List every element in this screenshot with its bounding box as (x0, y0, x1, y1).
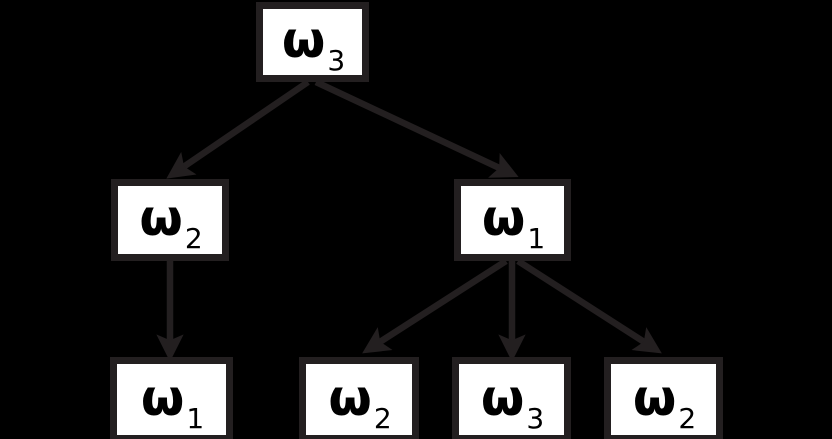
tree-node-leaf-1[interactable]: ω1 (110, 357, 233, 439)
tree-node-leaf-2[interactable]: ω2 (299, 357, 419, 439)
edge-root-to-omega1 (314, 79, 519, 178)
node-subscript: 2 (678, 401, 697, 435)
node-symbol: ω (139, 189, 183, 247)
node-label: ω2 (328, 373, 391, 433)
node-label: ω2 (139, 193, 202, 253)
node-subscript: 1 (186, 401, 205, 435)
node-subscript: 2 (184, 222, 203, 255)
node-label: ω2 (633, 373, 696, 433)
tree-node-root[interactable]: ω3 (256, 2, 369, 82)
tree-node-level2-right[interactable]: ω1 (454, 179, 571, 261)
node-symbol: ω (281, 11, 326, 69)
node-label: ω1 (482, 193, 545, 253)
node-symbol: ω (328, 368, 372, 427)
edge-root-to-omega2 (166, 79, 310, 179)
tree-node-leaf-4[interactable]: ω2 (604, 357, 723, 439)
tree-node-level2-left[interactable]: ω2 (111, 179, 229, 261)
tree-node-leaf-3[interactable]: ω3 (452, 357, 571, 439)
node-label: ω1 (141, 373, 204, 433)
node-subscript: 1 (527, 222, 546, 255)
node-subscript: 3 (526, 401, 545, 435)
edge-omega1-to-omega2-right (516, 258, 662, 354)
node-label: ω3 (481, 373, 544, 433)
node-label: ω3 (282, 15, 345, 75)
edge-omega1-to-omega2-left (362, 258, 508, 354)
node-symbol: ω (140, 368, 185, 427)
node-symbol: ω (481, 189, 526, 247)
node-subscript: 2 (373, 401, 392, 435)
node-symbol: ω (632, 368, 677, 427)
node-subscript: 3 (327, 44, 346, 77)
node-symbol: ω (480, 368, 525, 427)
